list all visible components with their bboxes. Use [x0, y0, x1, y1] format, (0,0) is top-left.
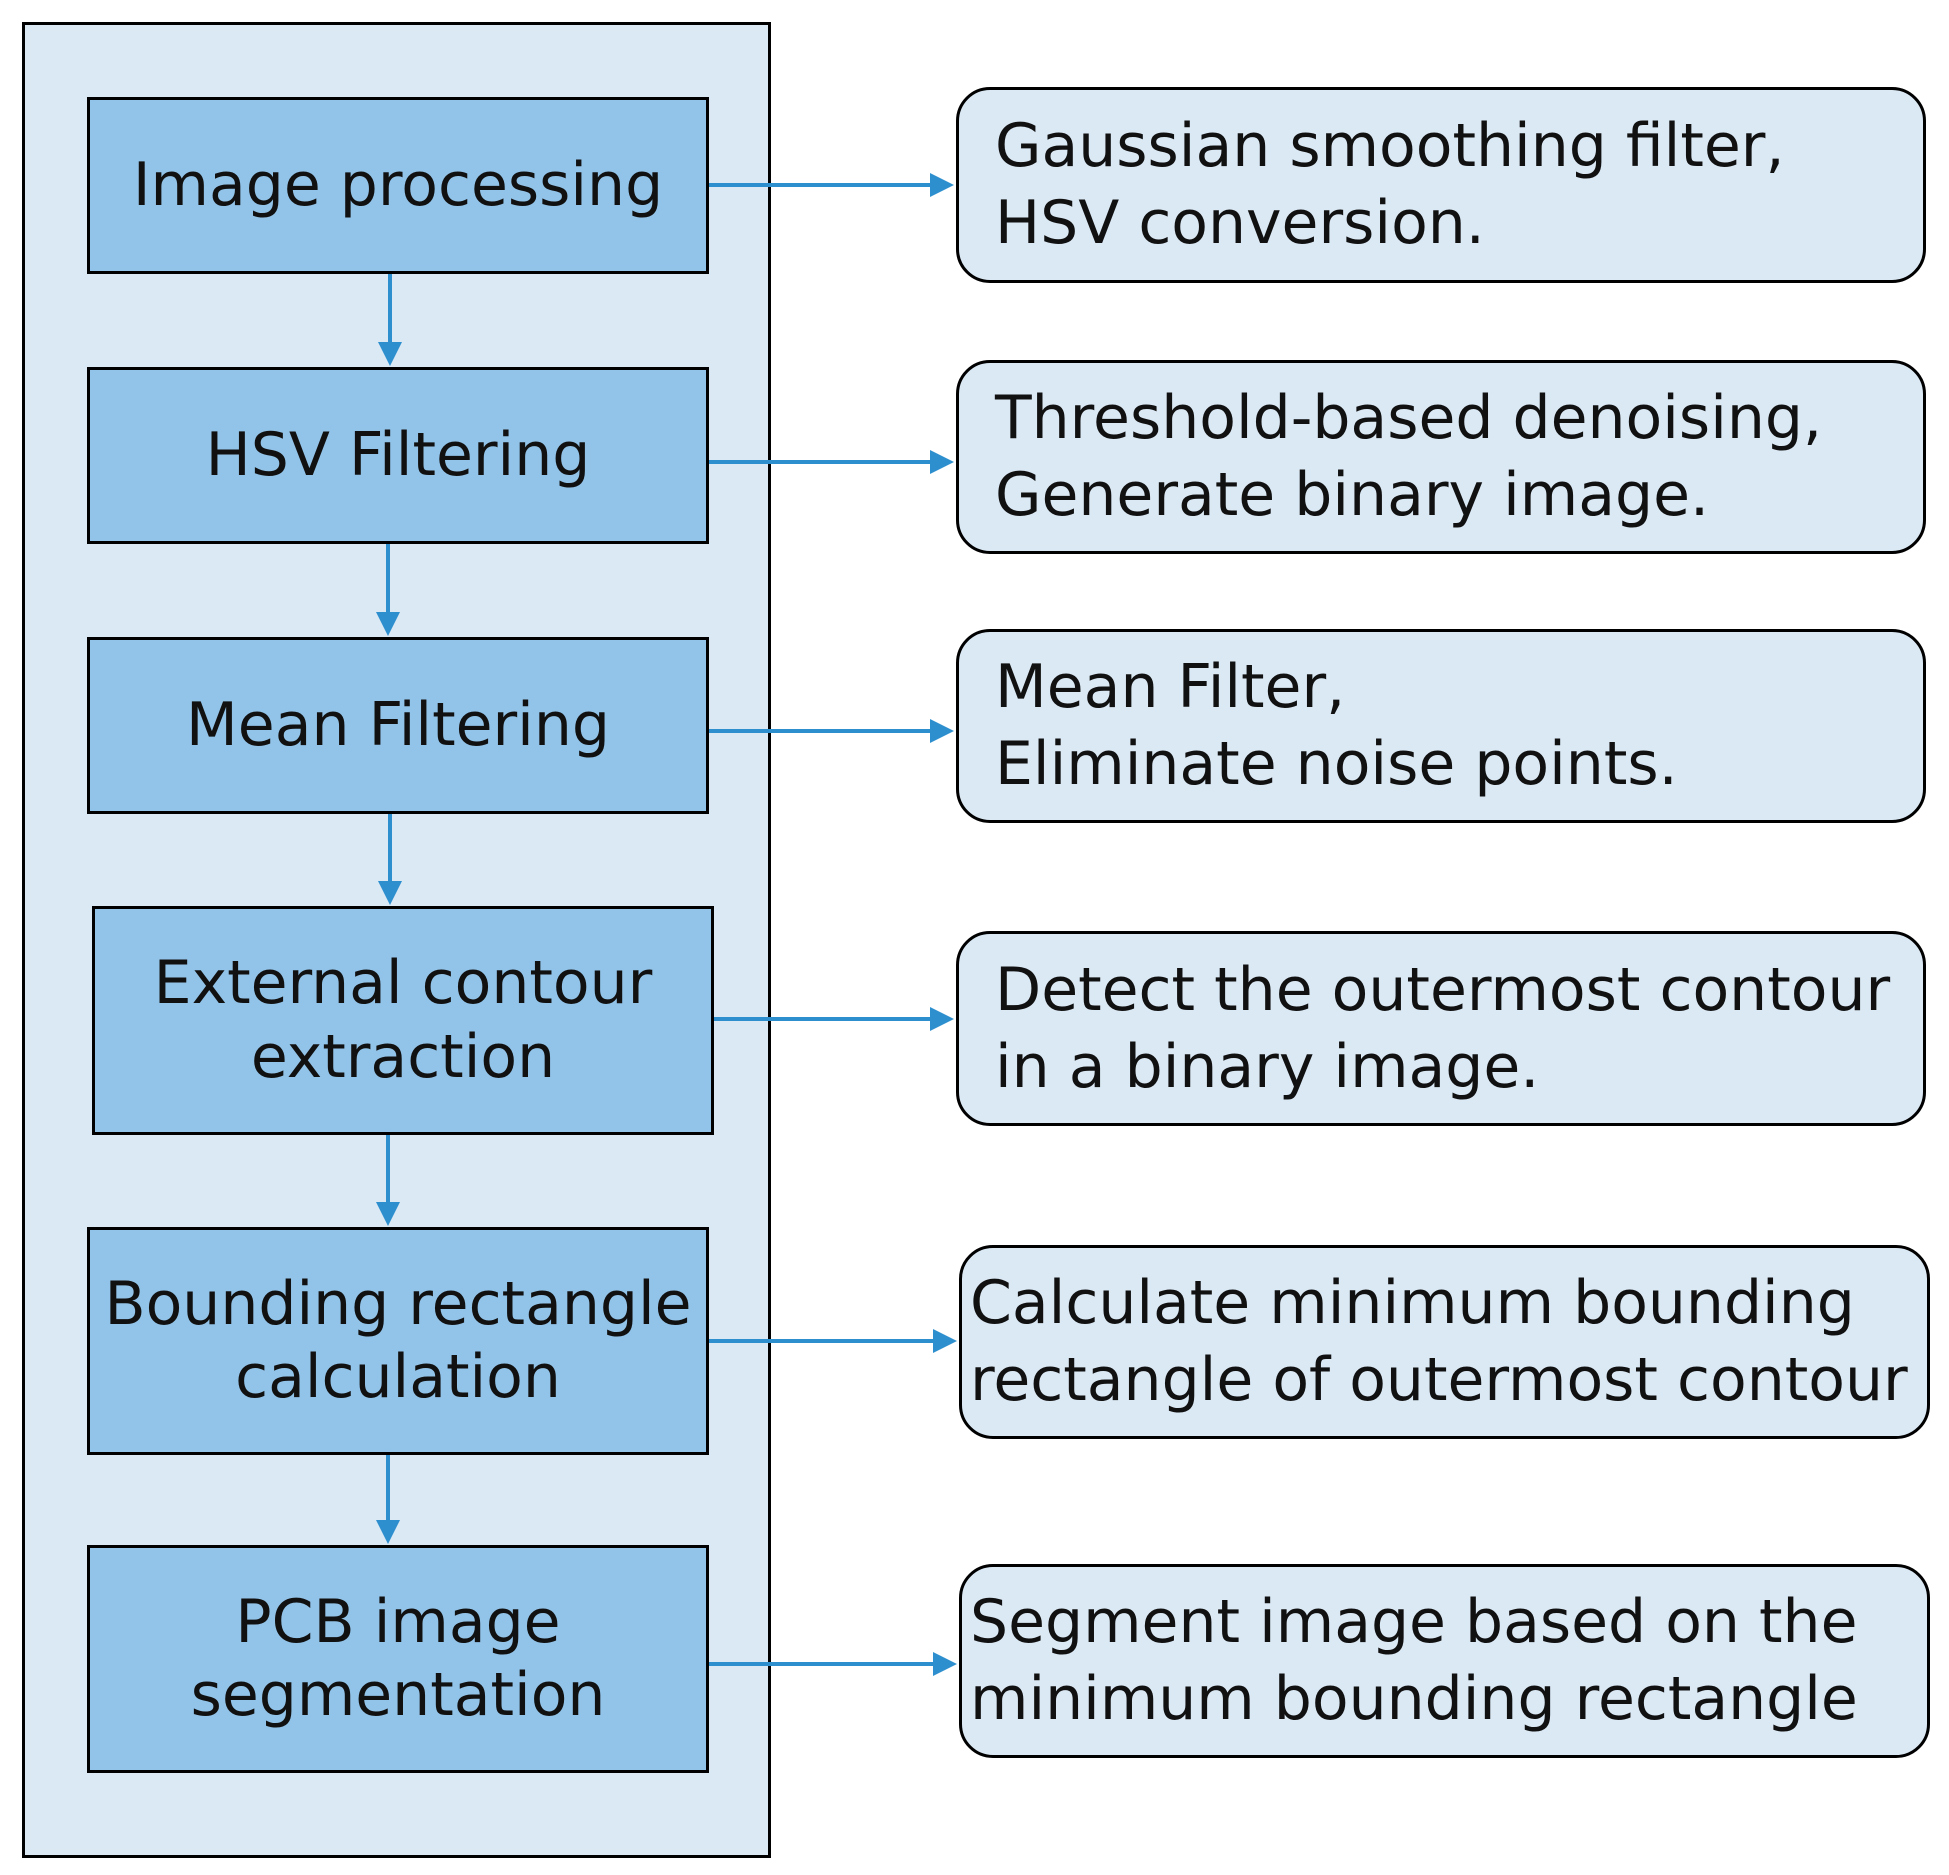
note-text: Gaussian smoothing filter, HSV conversio… — [995, 111, 1785, 258]
note-bounding-rectangle-calculation: Calculate minimum bounding rectangle of … — [959, 1245, 1930, 1439]
step-bounding-rectangle-calculation: Bounding rectangle calculation — [87, 1227, 709, 1455]
step-hsv-filtering: HSV Filtering — [87, 367, 709, 544]
step-image-processing: Image processing — [87, 97, 709, 274]
step-label: Image processing — [132, 149, 664, 220]
note-pcb-image-segmentation: Segment image based on the minimum bound… — [959, 1564, 1930, 1758]
note-text: Mean Filter, Eliminate noise points. — [995, 652, 1678, 799]
step-label: Bounding rectangle calculation — [104, 1268, 692, 1412]
step-label: PCB image segmentation — [190, 1586, 606, 1730]
step-mean-filtering: Mean Filtering — [87, 637, 709, 814]
note-text: Detect the outermost contour in a binary… — [995, 954, 1891, 1102]
step-label: HSV Filtering — [205, 419, 591, 490]
step-external-contour-extraction: External contour extraction — [92, 906, 714, 1135]
note-image-processing: Gaussian smoothing filter, HSV conversio… — [956, 87, 1926, 283]
note-text: Segment image based on the minimum bound… — [970, 1587, 1858, 1734]
note-external-contour-extraction: Detect the outermost contour in a binary… — [956, 931, 1926, 1126]
note-text: Calculate minimum bounding rectangle of … — [970, 1268, 1908, 1415]
step-label: External contour extraction — [153, 948, 653, 1092]
note-text: Threshold-based denoising, Generate bina… — [995, 383, 1823, 530]
step-label: Mean Filtering — [186, 689, 610, 760]
note-hsv-filtering: Threshold-based denoising, Generate bina… — [956, 360, 1926, 554]
step-pcb-image-segmentation: PCB image segmentation — [87, 1545, 709, 1773]
note-mean-filtering: Mean Filter, Eliminate noise points. — [956, 629, 1926, 823]
